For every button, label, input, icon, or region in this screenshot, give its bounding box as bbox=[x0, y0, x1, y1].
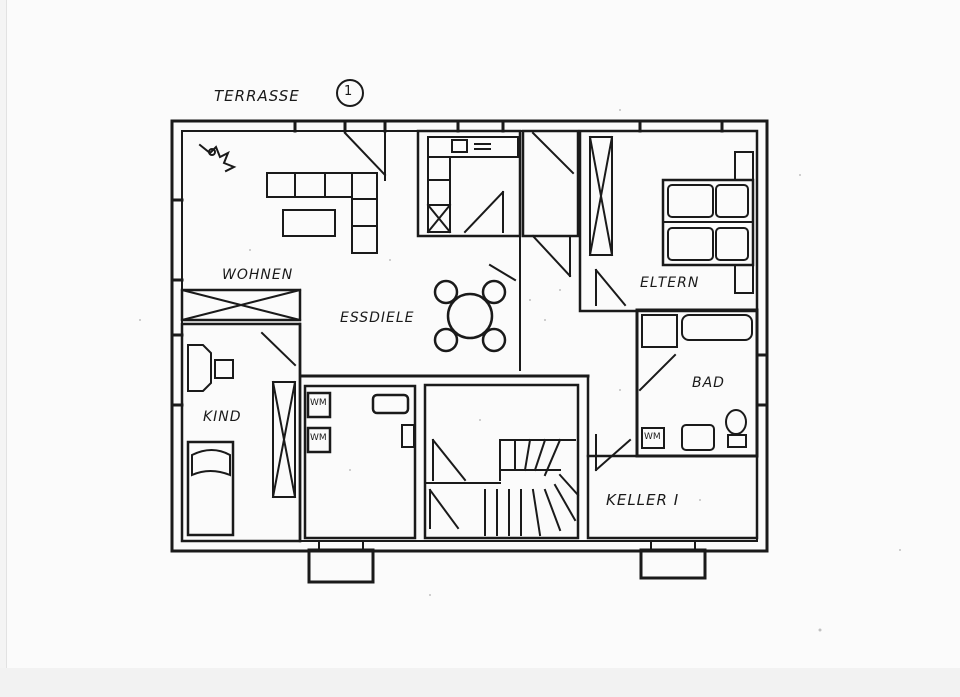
scanner-bottom-strip bbox=[0, 668, 960, 697]
room-label-wohnen: WOHNEN bbox=[222, 267, 294, 283]
room-label-bad: BAD bbox=[692, 375, 725, 391]
washer-label-1: WM bbox=[310, 398, 327, 408]
terrace-label: TERRASSE bbox=[214, 87, 300, 105]
terrace-marker: 1 bbox=[344, 84, 354, 99]
room-label-kind: KIND bbox=[203, 409, 242, 425]
room-label-eltern: ELTERN bbox=[640, 275, 700, 291]
room-label-keller: KELLER I bbox=[606, 491, 680, 509]
bath-appliance-label: WM bbox=[644, 432, 661, 442]
room-label-essdiele: ESSDIELE bbox=[340, 310, 415, 326]
washer-label-2: WM bbox=[310, 433, 327, 443]
